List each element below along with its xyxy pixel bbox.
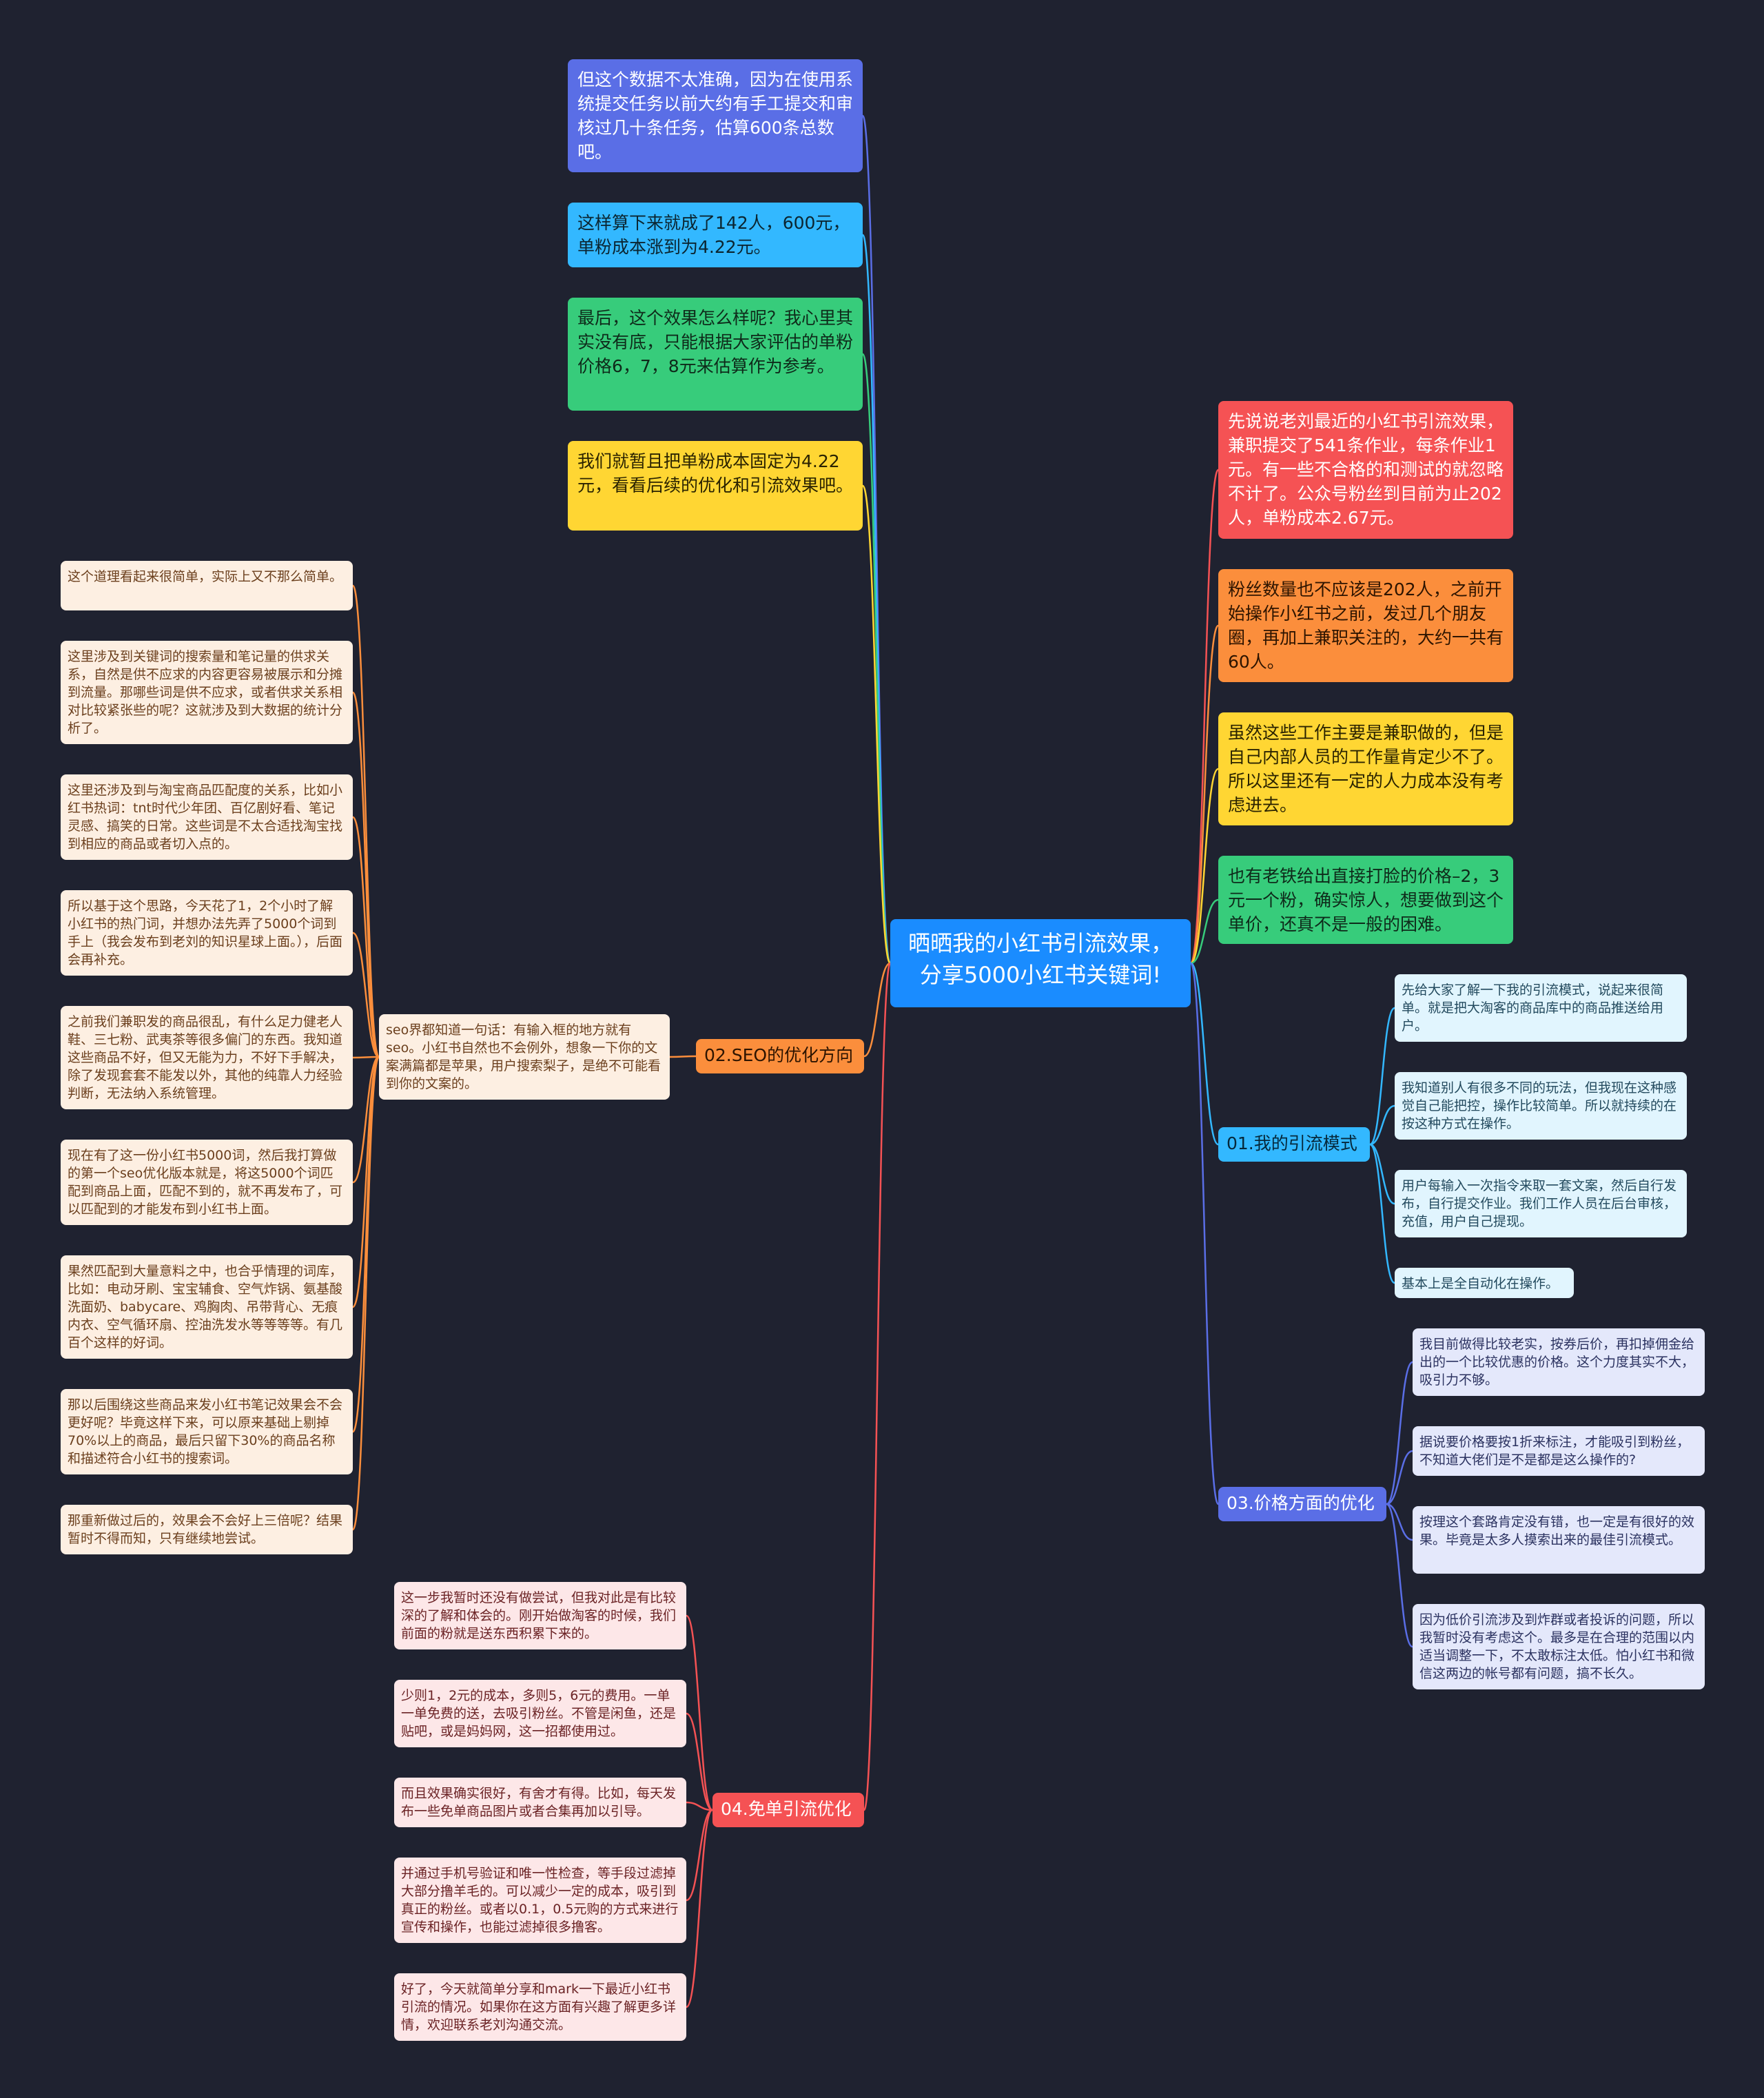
branch-02-item-6[interactable]: 现在有了这一份小红书5000词，然后我打算做的第一个seo优化版本就是，将这50…: [61, 1140, 353, 1225]
note-top-4[interactable]: 我们就暂且把单粉成本固定为4.22元，看看后续的优化和引流效果吧。: [568, 441, 863, 531]
link-center-right-4: [1190, 898, 1219, 965]
link-b03-4: [1386, 1503, 1413, 1648]
link-center-branch-03: [1189, 962, 1220, 1505]
link-b04-4: [686, 1809, 713, 1902]
branch-04-item-3[interactable]: 而且效果确实很好，有舍才有得。比如，每天发布一些免单商品图片或者合集再加以引导。: [394, 1778, 686, 1827]
branch-04-item-2[interactable]: 少则1，2元的成本，多则5，6元的费用。一单一单免费的送，去吸引粉丝。不管是闲鱼…: [394, 1680, 686, 1747]
link-b02-2: [351, 691, 380, 1058]
link-b04-5: [685, 1809, 714, 2008]
branch-02-item-2[interactable]: 这里涉及到关键词的搜索量和笔记量的供求关系，自然是供不应求的内容更容易被展示和分…: [61, 641, 353, 744]
branch-04-label[interactable]: 04.免单引流优化: [712, 1793, 864, 1827]
link-b02-9: [351, 1056, 380, 1531]
branch-04-item-4[interactable]: 并通过手机号验证和唯一性检查，等手段过滤掉大部分撸羊毛的。可以减少一定的成本，吸…: [394, 1858, 686, 1943]
branch-04-item-1[interactable]: 这一步我暂时还没有做尝试，但我对此是有比较深的了解和体会的。刚开始做淘客的时候，…: [394, 1582, 686, 1649]
branch-03-item-4[interactable]: 因为低价引流涉及到炸群或者投诉的问题，所以我暂时没有考虑这个。最多是在合理的范围…: [1413, 1604, 1705, 1689]
link-center-right-3: [1189, 768, 1220, 965]
link-b02-intro-1: [669, 1055, 697, 1058]
link-center-top-2: [861, 234, 892, 965]
link-b03-3: [1386, 1503, 1413, 1541]
branch-01-item-1[interactable]: 先给大家了解一下我的引流模式，说起来很简单。就是把大淘客的商品库中的商品推送给用…: [1395, 974, 1687, 1042]
link-center-right-1: [1189, 469, 1220, 965]
link-b02-5: [352, 1056, 380, 1059]
branch-02-intro[interactable]: seo界都知道一句话：有输入框的地方就有seo。小红书自然也不会例外，想象一下你…: [379, 1014, 670, 1100]
link-b04-2: [686, 1712, 713, 1811]
branch-02-item-1[interactable]: 这个道理看起来很简单，实际上又不那么简单。: [61, 561, 353, 610]
link-center-top-1: [861, 114, 892, 965]
link-center-branch-02: [863, 962, 891, 1058]
branch-04-item-5[interactable]: 好了，今天就简单分享和mark一下最近小红书引流的情况。如果你在这方面有兴趣了解…: [394, 1973, 686, 2041]
link-b01-4: [1369, 1143, 1395, 1284]
link-b03-1: [1386, 1361, 1413, 1505]
link-b02-3: [351, 816, 380, 1058]
note-top-2[interactable]: 这样算下来就成了142人，600元，单粉成本涨到为4.22元。: [568, 203, 863, 267]
link-b02-6: [352, 1056, 380, 1184]
branch-03-item-2[interactable]: 据说要价格要按1折来标注，才能吸引到粉丝，不知道大佬们是不是都是这么操作的?: [1413, 1426, 1705, 1476]
branch-02-item-3[interactable]: 这里还涉及到与淘宝商品匹配度的关系，比如小红书热词：tnt时代少年团、百亿剧好看…: [61, 774, 353, 860]
link-center-right-2: [1189, 624, 1220, 965]
branch-01-item-3[interactable]: 用户每输入一次指令来取一套文案，然后自行发布，自行提交作业。我们工作人员在后台审…: [1395, 1170, 1687, 1237]
link-b03-2: [1386, 1450, 1413, 1505]
branch-02-item-9[interactable]: 那重新做过后的，效果会不会好上三倍呢？结果暂时不得而知，只有继续地尝试。: [61, 1505, 353, 1554]
link-center-top-4: [861, 484, 892, 965]
note-top-1[interactable]: 但这个数据不太准确，因为在使用系统提交任务以前大约有手工提交和审核过几十条任务，…: [568, 59, 863, 172]
link-center-top-3: [861, 353, 892, 965]
note-right-1[interactable]: 先说说老刘最近的小红书引流效果，兼职提交了541条作业，每条作业1元。有一些不合…: [1218, 401, 1513, 539]
link-b01-3: [1369, 1143, 1395, 1205]
link-b01-2: [1369, 1104, 1395, 1146]
branch-02-label[interactable]: 02.SEO的优化方向: [696, 1039, 864, 1073]
link-b02-4: [352, 932, 380, 1058]
link-center-branch-04: [863, 962, 892, 1811]
branch-01-item-2[interactable]: 我知道别人有很多不同的玩法，但我现在这种感觉自己能把控，操作比较简单。所以就持续…: [1395, 1072, 1687, 1140]
note-top-3[interactable]: 最后，这个效果怎么样呢？我心里其实没有底，只能根据大家评估的单粉价格6，7，8元…: [568, 298, 863, 411]
note-right-4[interactable]: 也有老铁给出直接打脸的价格–2，3元一个粉，确实惊人，想要做到这个单价，还真不是…: [1218, 856, 1513, 944]
note-right-2[interactable]: 粉丝数量也不应该是202人，之前开始操作小红书之前，发过几个朋友圈，再加上兼职关…: [1218, 569, 1513, 682]
link-b04-3: [686, 1801, 713, 1811]
branch-02-item-8[interactable]: 那以后围绕这些商品来发小红书笔记效果会不会更好呢？毕竟这样下来，可以原来基础上剔…: [61, 1389, 353, 1474]
branch-02-item-5[interactable]: 之前我们兼职发的商品很乱，有什么足力健老人鞋、三七粉、武夷茶等很多偏门的东西。我…: [61, 1006, 353, 1109]
link-b02-1: [351, 584, 380, 1058]
branch-02-item-7[interactable]: 果然匹配到大量意料之中，也合乎情理的词库，比如：电动牙刷、宝宝辅食、空气炸锅、氨…: [61, 1255, 353, 1359]
link-center-branch-01: [1190, 962, 1219, 1146]
branch-03-label[interactable]: 03.价格方面的优化: [1218, 1487, 1386, 1521]
link-b04-1: [685, 1614, 714, 1811]
branch-03-item-3[interactable]: 按理这个套路肯定没有错，也一定是有很好的效果。毕竟是太多人摸索出来的最佳引流模式…: [1413, 1506, 1705, 1574]
branch-01-label[interactable]: 01.我的引流模式: [1218, 1127, 1370, 1162]
note-right-3[interactable]: 虽然这些工作主要是兼职做的，但是自己内部人员的工作量肯定少不了。所以这里还有一定…: [1218, 712, 1513, 825]
branch-01-item-4[interactable]: 基本上是全自动化在操作。: [1395, 1268, 1574, 1298]
central-topic[interactable]: 晒晒我的小红书引流效果，分享5000小红书关键词!: [890, 919, 1191, 1007]
branch-03-item-1[interactable]: 我目前做得比较老实，按券后价，再扣掉佣金给出的一个比较优惠的价格。这个力度其实不…: [1413, 1328, 1705, 1396]
link-b01-1: [1369, 1007, 1395, 1146]
branch-02-item-4[interactable]: 所以基于这个思路，今天花了1，2个小时了解小红书的热门词，并想办法先弄了5000…: [61, 890, 353, 976]
